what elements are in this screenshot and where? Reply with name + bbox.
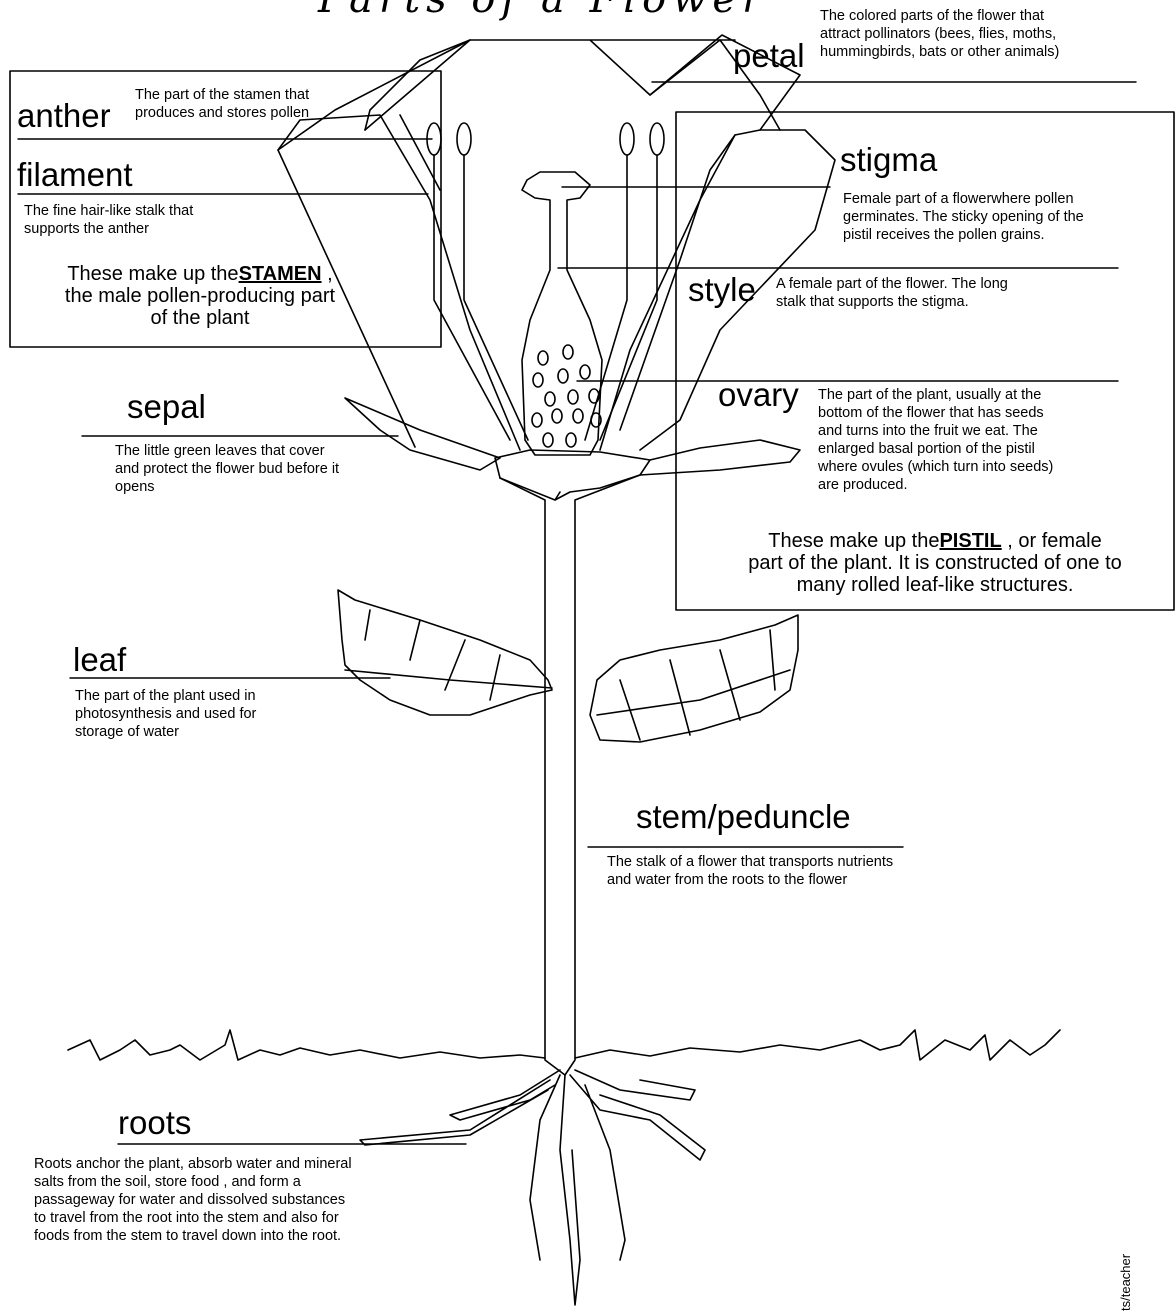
stamen-note-pre: These make up the — [67, 263, 238, 285]
petal-desc-line: attract pollinators (bees, flies, moths, — [820, 25, 1059, 43]
stem — [500, 475, 640, 1075]
filament-desc-line: The fine hair-like stalk that — [24, 202, 193, 220]
pistil-note: These make up thePISTIL , or female part… — [700, 530, 1170, 596]
sepal-right — [640, 440, 800, 475]
sepal-desc-line: The little green leaves that cover — [115, 442, 339, 460]
label-filament: filament — [17, 157, 133, 193]
petal-desc-line: The colored parts of the flower that — [820, 7, 1059, 25]
stamen-note-post: , — [322, 263, 333, 285]
anther-desc-line: The part of the stamen that — [135, 86, 309, 104]
credit-text: ts/teacher — [1118, 1254, 1133, 1311]
pistil-note-line: part of the plant. It is constructed of … — [700, 552, 1170, 574]
pistil-note-post: , or female — [1002, 530, 1102, 552]
stigma-desc-line: Female part of a flowerwhere pollen — [843, 190, 1084, 208]
receptacle — [495, 450, 650, 500]
ovary-desc-line: are produced. — [818, 476, 1053, 494]
leaf-left — [338, 590, 552, 715]
label-style: style — [688, 272, 756, 308]
roots-desc-line: salts from the soil, store food , and fo… — [34, 1173, 352, 1191]
roots-shape — [360, 1070, 705, 1305]
style-desc-line: A female part of the flower. The long — [776, 275, 1008, 293]
pistil-note-pre: These make up the — [768, 530, 939, 552]
anther-description: The part of the stamen that produces and… — [135, 86, 309, 122]
stem-desc-line: The stalk of a flower that transports nu… — [607, 853, 893, 871]
leaf-desc-line: photosynthesis and used for — [75, 705, 256, 723]
label-stigma: stigma — [840, 142, 937, 178]
label-stem: stem/peduncle — [636, 799, 851, 835]
petal-outline-top — [365, 40, 780, 130]
sepal-description: The little green leaves that cover and p… — [115, 442, 339, 496]
label-roots: roots — [118, 1105, 191, 1141]
stem-description: The stalk of a flower that transports nu… — [607, 853, 893, 889]
label-petal: petal — [733, 38, 805, 74]
stamen-term: STAMEN — [239, 263, 322, 285]
sepal-left — [345, 398, 500, 470]
petal-desc-line: hummingbirds, bats or other animals) — [820, 43, 1059, 61]
leaf-right — [590, 615, 798, 742]
label-anther: anther — [17, 98, 111, 134]
sepal-desc-line: opens — [115, 478, 339, 496]
sepal-desc-line: and protect the flower bud before it — [115, 460, 339, 478]
petal-description: The colored parts of the flower that att… — [820, 7, 1059, 61]
label-leaf: leaf — [73, 642, 126, 678]
ovary-desc-line: where ovules (which turn into seeds) — [818, 458, 1053, 476]
stem-desc-line: and water from the roots to the flower — [607, 871, 893, 889]
diagram-title: Parts of a Flower — [318, 0, 767, 22]
roots-desc-line: to travel from the root into the stem an… — [34, 1209, 352, 1227]
anther-desc-line: produces and stores pollen — [135, 104, 309, 122]
ovary-desc-line: bottom of the flower that has seeds — [818, 404, 1053, 422]
roots-description: Roots anchor the plant, absorb water and… — [34, 1155, 352, 1245]
ovary-desc-line: The part of the plant, usually at the — [818, 386, 1053, 404]
filament-description: The fine hair-like stalk that supports t… — [24, 202, 193, 238]
ovary-desc-line: enlarged basal portion of the pistil — [818, 440, 1053, 458]
ovary-description: The part of the plant, usually at the bo… — [818, 386, 1053, 494]
stamen-note: These make up theSTAMEN , the male polle… — [20, 263, 380, 329]
stamen-note-line: of the plant — [20, 307, 380, 329]
label-sepal: sepal — [127, 389, 206, 425]
ovary-desc-line: and turns into the fruit we eat. The — [818, 422, 1053, 440]
leaf-description: The part of the plant used in photosynth… — [75, 687, 256, 741]
pistil-term: PISTIL — [939, 530, 1001, 552]
stigma-description: Female part of a flowerwhere pollen germ… — [843, 190, 1084, 244]
ground-line — [68, 1030, 1060, 1060]
leaf-desc-line: storage of water — [75, 723, 256, 741]
style-desc-line: stalk that supports the stigma. — [776, 293, 1008, 311]
filament-desc-line: supports the anther — [24, 220, 193, 238]
pistil-note-line: many rolled leaf-like structures. — [700, 574, 1170, 596]
leaf-desc-line: The part of the plant used in — [75, 687, 256, 705]
stigma-desc-line: germinates. The sticky opening of the — [843, 208, 1084, 226]
roots-desc-line: passageway for water and dissolved subst… — [34, 1191, 352, 1209]
roots-desc-line: foods from the stem to travel down into … — [34, 1227, 352, 1245]
style-description: A female part of the flower. The long st… — [776, 275, 1008, 311]
roots-desc-line: Roots anchor the plant, absorb water and… — [34, 1155, 352, 1173]
stamen-note-line: the male pollen-producing part — [20, 285, 380, 307]
ovules — [532, 345, 601, 447]
stigma-desc-line: pistil receives the pollen grains. — [843, 226, 1084, 244]
label-ovary: ovary — [718, 377, 799, 413]
